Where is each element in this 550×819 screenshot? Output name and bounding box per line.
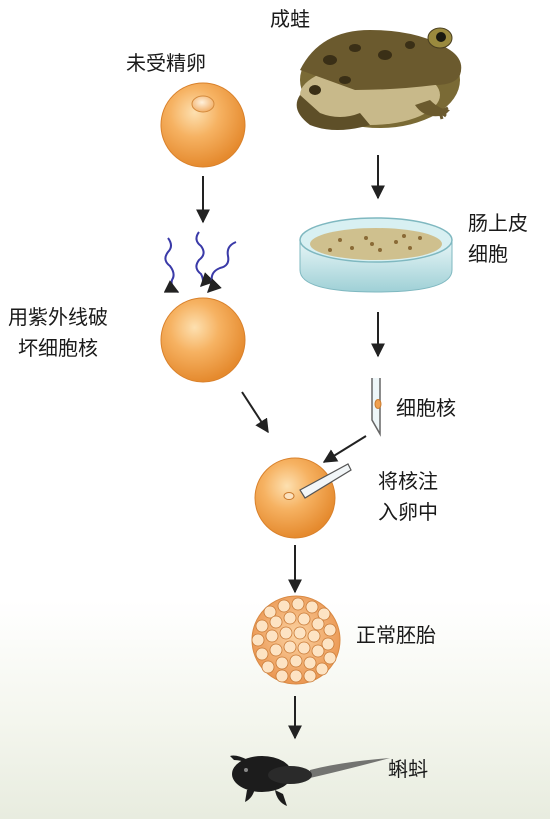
label-unfertilized-egg: 未受精卵: [126, 51, 206, 75]
label-uv-destroy-nucleus: 用紫外线破 坏细胞核: [8, 305, 108, 360]
frog-illustration: [296, 27, 462, 130]
arrow-nucleus-to-injection: [322, 435, 367, 463]
pipette-icon: [371, 378, 382, 437]
label-normal-embryo: 正常胚胎: [356, 623, 436, 647]
label-inject-nucleus: 将核注 入卵中: [378, 469, 438, 524]
label-tadpole: 蝌蚪: [388, 757, 428, 781]
label-adult-frog: 成蛙: [270, 7, 310, 31]
unfertilized-egg: [160, 82, 246, 168]
petri-dish: [299, 217, 453, 293]
tadpole-illustration: [230, 755, 390, 806]
embryo-illustration: [251, 595, 341, 685]
enucleated-egg: [160, 297, 246, 383]
injection-egg: [254, 457, 352, 539]
arrow-egg-to-injection: [241, 391, 269, 434]
label-nucleus: 细胞核: [396, 396, 456, 420]
label-intestinal-cells: 肠上皮 细胞: [468, 211, 528, 266]
uv-light-icon: [163, 231, 237, 293]
